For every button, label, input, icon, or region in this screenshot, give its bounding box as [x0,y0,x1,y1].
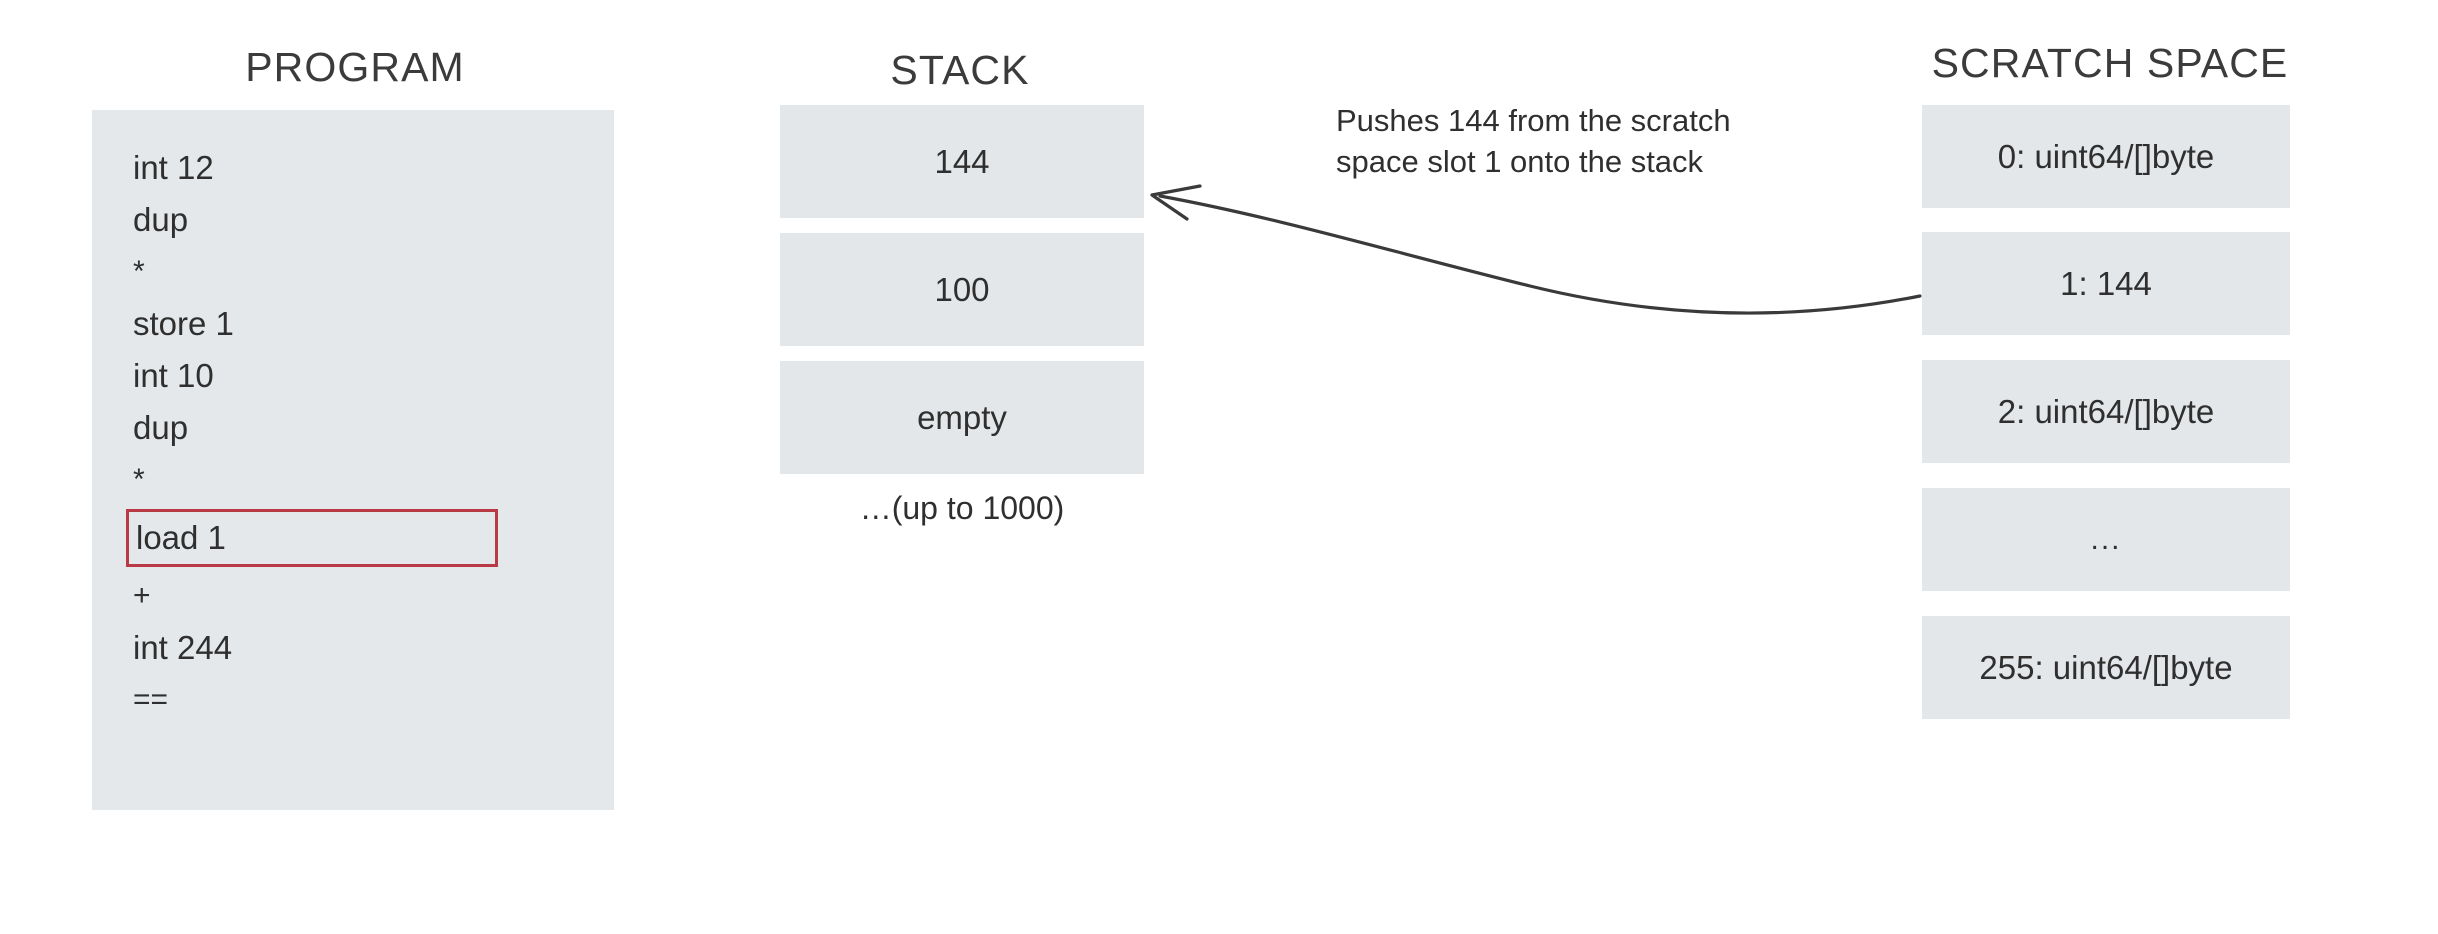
stack-column-heading: STACK [890,47,1030,93]
annotation-line-2: space slot 1 onto the stack [1336,144,1704,179]
arrow-curve [1158,194,1922,315]
annotation-text: Pushes 144 from the scratch space slot 1… [1336,100,1816,182]
program-line: int 12 [133,149,214,186]
program-line: * [133,255,145,288]
program-line: int 244 [133,629,233,666]
stack-cell: 100 [780,233,1144,346]
program-line: * [133,463,145,496]
program-line: dup [133,409,189,446]
scratch-space-cell: 0: uint64/[]byte [1922,105,2290,208]
program-line: store 1 [133,305,234,342]
program-line: == [133,683,169,716]
arrow-head-icon [1150,184,1202,221]
annotation-line-1: Pushes 144 from the scratch [1336,103,1731,138]
scratch-space-cell: 1: 144 [1922,232,2290,335]
program-line: dup [133,201,189,238]
program-instruction-list: int 12 dup * store 1 int 10 dup * load 1… [126,142,550,726]
stack-cell: 144 [780,105,1144,218]
program-line: int 10 [133,357,214,394]
scratch-space-cell-ellipsis: ... [1922,488,2290,591]
program-line-highlighted: load 1 [126,509,498,567]
scratch-space-cell: 255: uint64/[]byte [1922,616,2290,719]
program-panel: int 12 dup * store 1 int 10 dup * load 1… [92,110,614,810]
program-column-heading: PROGRAM [245,44,465,90]
stack-cell: empty [780,361,1144,474]
program-line: + [133,579,151,612]
scratch-space-column-heading: SCRATCH SPACE [1931,40,2289,86]
stack-capacity-note: …(up to 1000) [859,490,1065,526]
scratch-space-cell: 2: uint64/[]byte [1922,360,2290,463]
